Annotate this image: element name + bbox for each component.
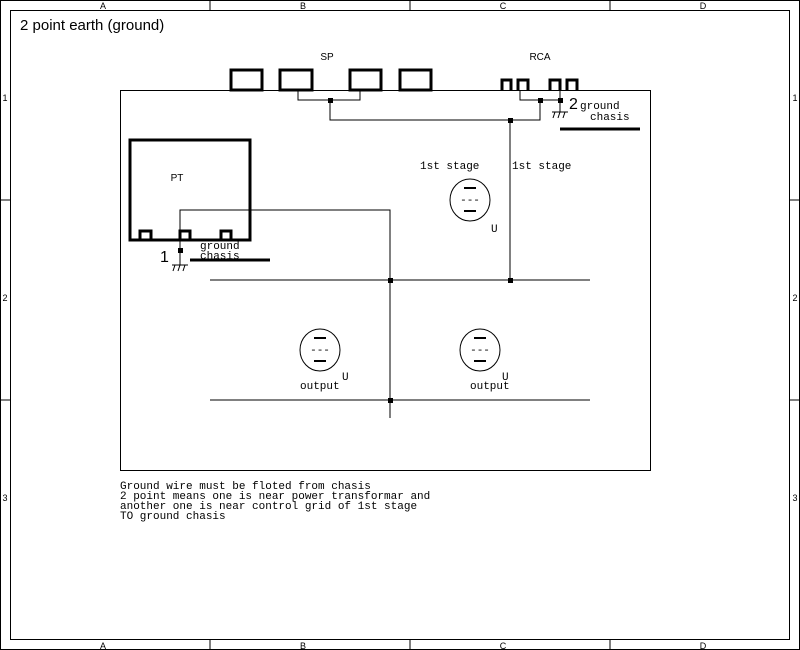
note-line: another one is near control grid of 1st …: [120, 501, 417, 513]
ground-point-1-number: 1: [160, 249, 169, 266]
output-right-ref: U: [502, 372, 509, 384]
col-label-c-top: C: [500, 1, 507, 11]
row-label-2-left: 2: [2, 293, 7, 303]
tube-grid-mark: ---: [310, 345, 330, 357]
rca-jacks: [500, 78, 579, 90]
ground-2-label: ground: [580, 101, 620, 113]
pt-label: PT: [171, 173, 184, 184]
output-tube-left: ---: [299, 328, 341, 372]
ground-wires: [179, 90, 590, 418]
col-label-d-bottom: D: [700, 641, 707, 650]
col-label-a-bottom: A: [100, 641, 106, 650]
notes: Ground wire must be floted from chasis 2…: [120, 481, 430, 523]
row-label-3-right: 3: [792, 493, 797, 503]
chasis-2-label: chasis: [590, 112, 630, 124]
col-label-c-bottom: C: [500, 641, 507, 650]
note-line: TO ground chasis: [120, 511, 226, 523]
power-transformer: [128, 138, 252, 242]
tube-grid-mark: ---: [460, 195, 480, 207]
ground-symbol-2: [552, 111, 568, 119]
first-stage-label-1: 1st stage: [420, 161, 479, 173]
row-label-3-left: 3: [2, 493, 7, 503]
first-stage-label-2: 1st stage: [512, 161, 571, 173]
junction-dots: [178, 98, 563, 403]
col-label-d-top: D: [700, 1, 707, 11]
chassis-outline: [120, 90, 651, 471]
row-label-2-right: 2: [792, 293, 797, 303]
note-line: 2 point means one is near power transfor…: [120, 491, 430, 503]
first-stage-ref: U: [491, 224, 498, 236]
output-right-label: output: [470, 381, 510, 393]
output-left-ref: U: [342, 372, 349, 384]
sp-terminals: [229, 68, 433, 92]
pt-terminals: [138, 229, 233, 240]
rca-label: RCA: [529, 52, 550, 63]
note-line: Ground wire must be floted from chasis: [120, 481, 371, 493]
col-label-b-bottom: B: [300, 641, 306, 650]
ground-1-label: ground: [200, 241, 240, 253]
col-label-b-top: B: [300, 1, 306, 11]
sp-label: SP: [320, 52, 334, 63]
inner-border: [10, 10, 790, 640]
ground-point-2-number: 2: [569, 96, 578, 113]
row-label-1-right: 1: [792, 93, 797, 103]
col-label-a-top: A: [100, 1, 106, 11]
ground-symbol-1: [172, 264, 188, 272]
output-tube-right: ---: [459, 328, 501, 372]
diagram-title: 2 point earth (ground): [20, 17, 164, 34]
output-left-label: output: [300, 381, 340, 393]
first-stage-tube: ---: [449, 178, 491, 222]
row-label-1-left: 1: [2, 93, 7, 103]
tube-grid-mark: ---: [470, 345, 490, 357]
